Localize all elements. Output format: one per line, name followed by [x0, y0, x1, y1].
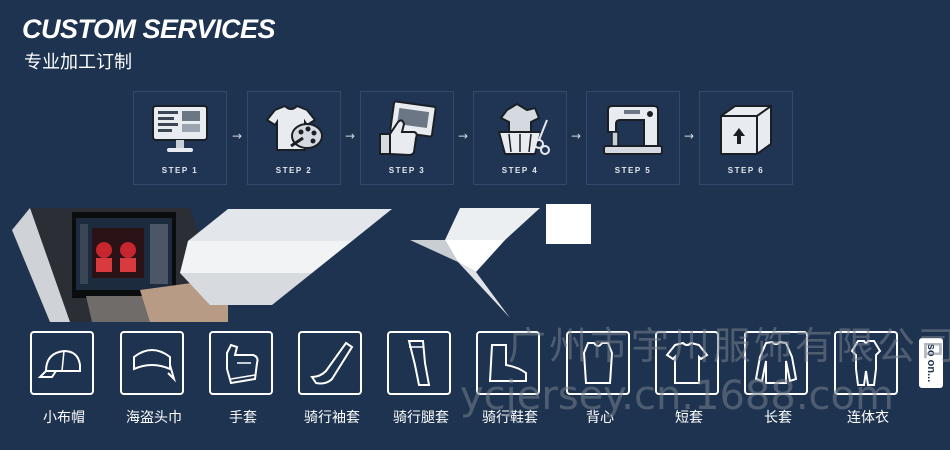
- product-icon-box: [744, 331, 808, 395]
- deco-shape-3: [445, 240, 505, 272]
- deco-shape-2: [410, 240, 458, 262]
- step-4-card: STEP 4: [473, 91, 567, 185]
- step-arrow-2: →: [345, 129, 356, 143]
- step-1-card: STEP 1: [133, 91, 227, 185]
- fabric-cutting-icon: [497, 102, 550, 155]
- step-2-label: STEP 2: [275, 166, 313, 175]
- product-categories: 小布帽 海盗头巾 手套 骑行袖套: [28, 331, 928, 431]
- glove-icon: [226, 343, 259, 385]
- shipping-box-icon: [720, 105, 772, 155]
- product-item[interactable]: 骑行鞋套: [476, 331, 544, 426]
- product-item[interactable]: 小布帽: [30, 331, 98, 426]
- step-arrow-4: →: [571, 129, 582, 143]
- product-icon-box: [120, 331, 184, 395]
- product-label: 海盗头巾: [126, 410, 182, 426]
- product-label: 骑行袖套: [304, 410, 360, 426]
- sewing-machine-icon: [603, 105, 663, 155]
- product-item[interactable]: 背心: [566, 331, 634, 426]
- skinsuit-icon: [850, 340, 882, 386]
- bandana-icon: [133, 349, 176, 383]
- deco-band-3: [180, 273, 312, 305]
- shoe-cover-icon: [488, 344, 527, 382]
- deco-band-1: [188, 209, 392, 241]
- deco-shape-4: [458, 262, 510, 318]
- deco-band-2: [180, 241, 352, 273]
- step-arrow-1: →: [232, 129, 243, 143]
- so-on-tag: so on...: [919, 338, 943, 388]
- product-icon-box: [566, 331, 630, 395]
- product-icon-box: [298, 331, 362, 395]
- product-label: 短套: [675, 410, 703, 426]
- product-icon-box: [209, 331, 273, 395]
- product-label: 手套: [229, 410, 257, 426]
- step-arrow-5: →: [684, 129, 695, 143]
- step-1-label: STEP 1: [161, 166, 199, 175]
- step-5-label: STEP 5: [614, 166, 652, 175]
- step-3-card: STEP 3: [360, 91, 454, 185]
- product-item[interactable]: 连体衣: [834, 331, 902, 426]
- step-6-label: STEP 6: [727, 166, 765, 175]
- approval-thumb-icon: [379, 100, 437, 157]
- product-label: 小布帽: [43, 410, 85, 426]
- step-arrow-3: →: [458, 129, 469, 143]
- product-icon-box: [476, 331, 540, 395]
- product-label: 骑行鞋套: [482, 410, 538, 426]
- step-4-label: STEP 4: [501, 166, 539, 175]
- step-5-card: STEP 5: [586, 91, 680, 185]
- product-item[interactable]: 短套: [655, 331, 723, 426]
- product-item[interactable]: 骑行腿套: [387, 331, 455, 426]
- cycling-cap-icon: [38, 349, 81, 378]
- jersey-palette-icon: [265, 104, 323, 151]
- product-icon-box: [30, 331, 94, 395]
- step-6-card: STEP 6: [699, 91, 793, 185]
- product-icon-box: [834, 331, 898, 395]
- design-monitor-image: [12, 208, 228, 322]
- product-label: 骑行腿套: [393, 410, 449, 426]
- product-label: 连体衣: [847, 410, 889, 426]
- so-on-label: so on...: [925, 343, 937, 383]
- product-icon-box: [387, 331, 451, 395]
- product-label: 长套: [764, 410, 792, 426]
- product-label: 背心: [586, 410, 614, 426]
- product-item[interactable]: 长套: [744, 331, 812, 426]
- product-item[interactable]: 海盗头巾: [120, 331, 188, 426]
- deco-shape-1: [445, 208, 540, 240]
- product-item[interactable]: 骑行袖套: [298, 331, 366, 426]
- process-steps: STEP 1 → STEP 2 → STEP 3 →: [133, 91, 797, 186]
- page-title: CUSTOM SERVICES: [22, 14, 276, 44]
- deco-square: [546, 204, 591, 244]
- vest-icon: [582, 342, 614, 384]
- step-2-card: STEP 2: [247, 91, 341, 185]
- product-item[interactable]: 手套: [209, 331, 277, 426]
- step-3-label: STEP 3: [388, 166, 426, 175]
- short-sleeve-kit-icon: [665, 341, 709, 384]
- page-subtitle: 专业加工订制: [24, 52, 132, 73]
- computer-screen-icon: [152, 105, 208, 152]
- product-icon-box: [655, 331, 719, 395]
- leg-warmer-icon: [407, 340, 431, 386]
- arm-sleeve-icon: [310, 341, 354, 385]
- long-sleeve-kit-icon: [754, 340, 798, 384]
